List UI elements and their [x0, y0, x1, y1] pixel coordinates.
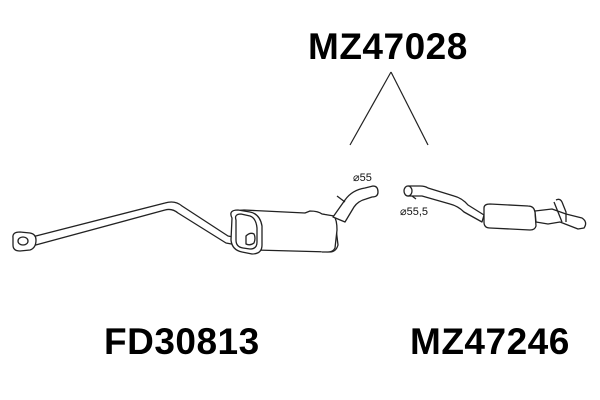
diameter-label-55-5: ⌀55,5	[400, 206, 429, 218]
front-pipe-assembly	[12, 185, 379, 255]
part-code-fd30813: FD30813	[104, 321, 260, 362]
rear-pipe-assembly	[403, 185, 587, 231]
pointer-lines	[349, 71, 429, 146]
part-code-mz47028: MZ47028	[308, 26, 468, 67]
diameter-label-55: ⌀55	[353, 172, 372, 184]
part-code-mz47246: MZ47246	[410, 321, 570, 362]
